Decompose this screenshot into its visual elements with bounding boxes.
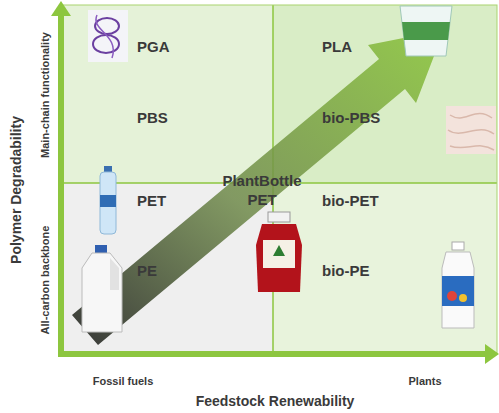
polymer-label: PE bbox=[137, 262, 157, 279]
axis-label: All-carbon backbone bbox=[39, 226, 51, 335]
polymer-label: bio-PE bbox=[322, 262, 370, 279]
quadrant-region: PET PE bbox=[62, 183, 273, 353]
axis-label: Fossil fuels bbox=[93, 375, 154, 387]
polymer-label: PBS bbox=[137, 109, 168, 126]
polymer-label: PGA bbox=[137, 38, 170, 55]
polymer-label: PLA bbox=[322, 38, 352, 55]
axis-label: Main-chain functionality bbox=[39, 32, 51, 158]
polymer-label: bio-PET bbox=[322, 192, 379, 209]
quadrant-region: PLA bio-PBS bbox=[273, 5, 497, 183]
polymer-label: bio-PBS bbox=[322, 109, 380, 126]
center-label: PlantBottle PET bbox=[212, 171, 312, 209]
axis-label: Plants bbox=[408, 375, 441, 387]
plot-border bbox=[62, 5, 497, 353]
polymer-label: PET bbox=[137, 192, 166, 209]
quadrant-region: PGA PBS bbox=[62, 5, 273, 183]
axis-label: Polymer Degradability bbox=[8, 116, 24, 264]
quadrant-region: bio-PET bio-PE bbox=[273, 183, 497, 353]
axis-label: Feedstock Renewability bbox=[196, 393, 355, 409]
